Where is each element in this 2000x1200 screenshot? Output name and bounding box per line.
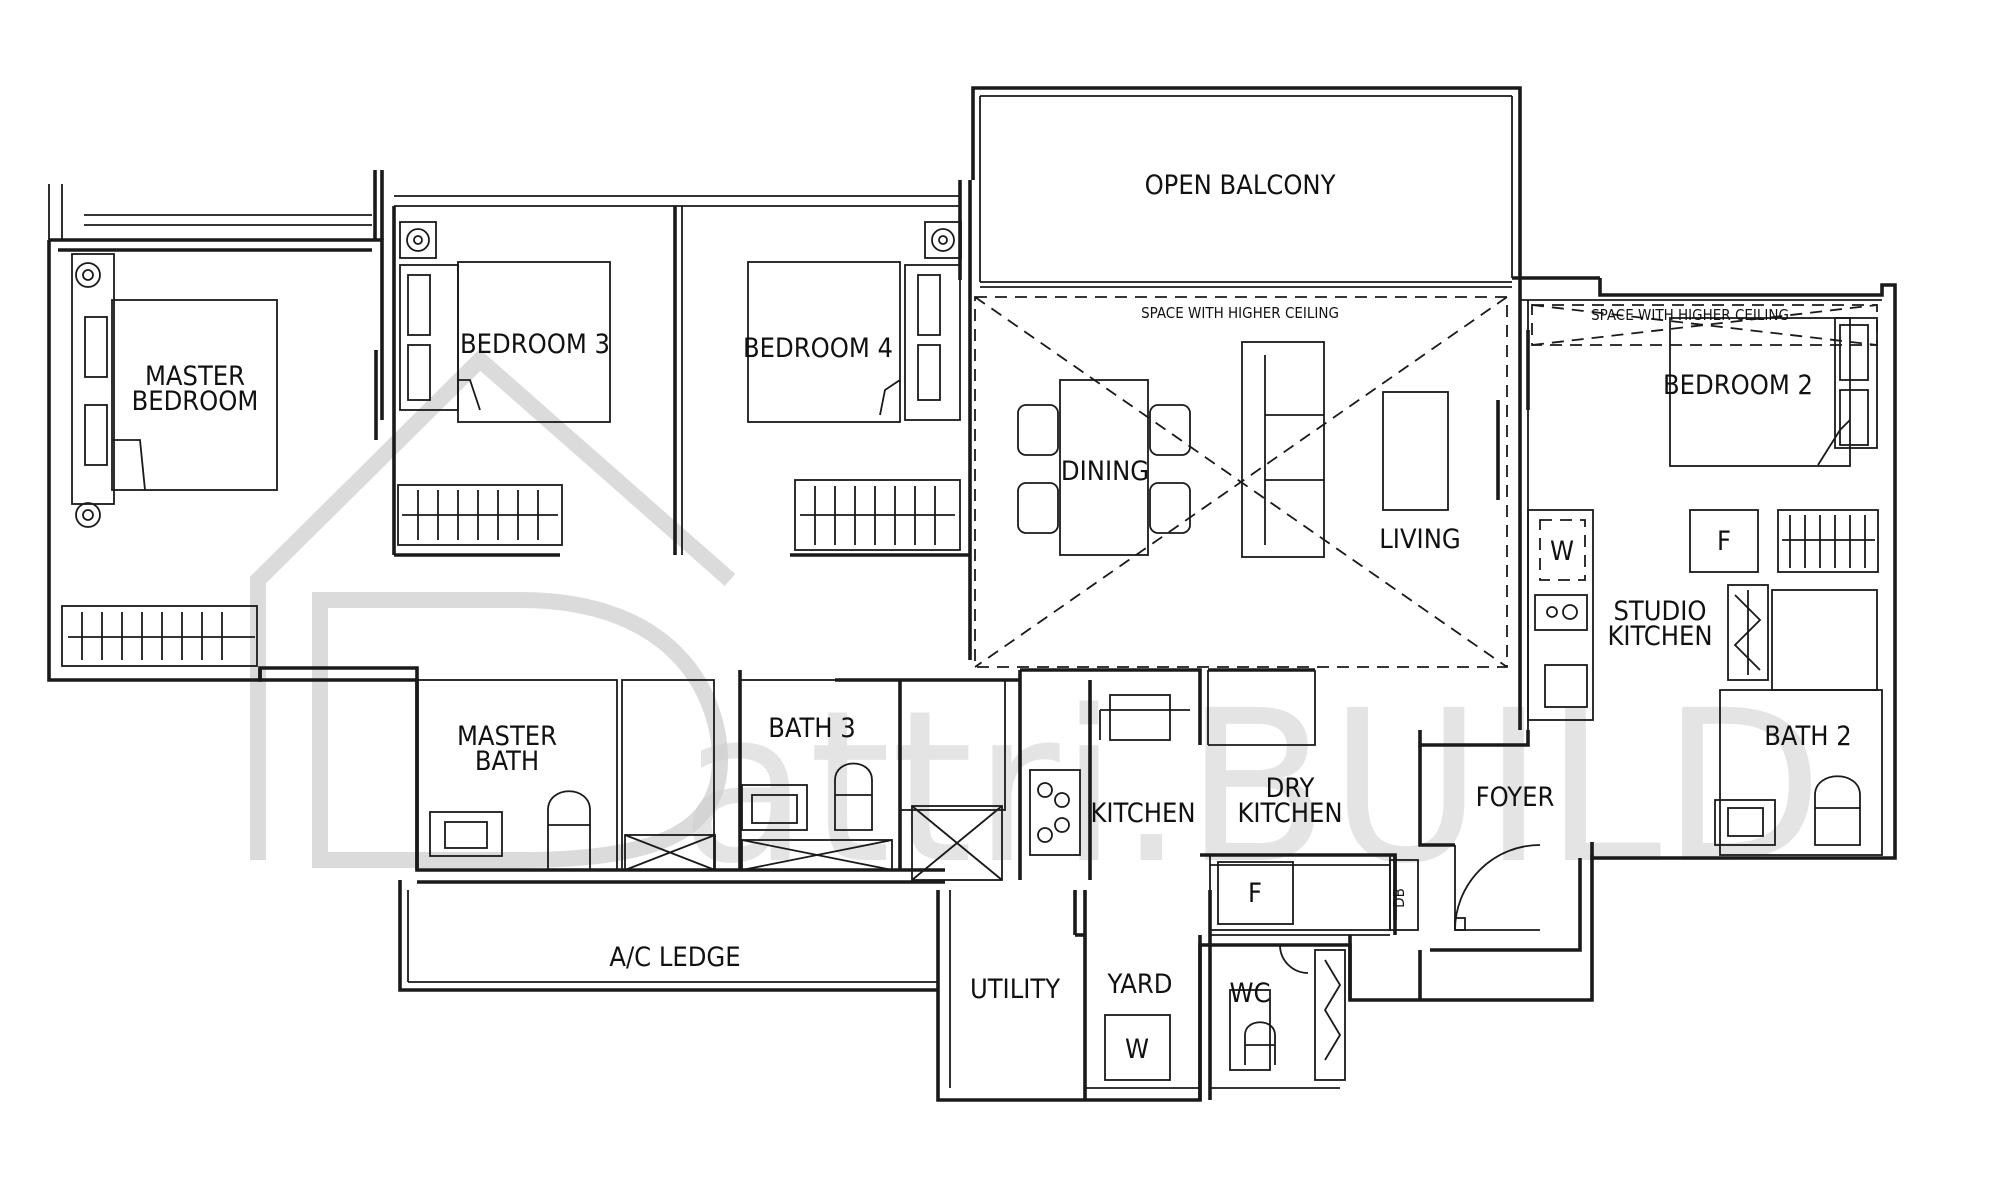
label-kitchen: KITCHEN bbox=[1090, 798, 1195, 829]
label-master-bath-line2: BATH bbox=[475, 746, 539, 777]
label-higher-ceiling-living: SPACE WITH HIGHER CEILING bbox=[1141, 304, 1339, 322]
master-bedroom-furniture bbox=[61, 253, 378, 667]
living-dining bbox=[974, 296, 1508, 668]
studio-kitchen-fixtures bbox=[1527, 509, 1878, 721]
master-bath-fixtures bbox=[416, 679, 716, 871]
label-bath3: BATH 3 bbox=[768, 713, 855, 744]
label-bedroom3: BEDROOM 3 bbox=[460, 329, 610, 360]
label-yard: YARD bbox=[1107, 969, 1173, 1000]
label-master-bedroom-line1: MASTER bbox=[145, 361, 245, 392]
label-bath2: BATH 2 bbox=[1764, 721, 1851, 752]
label-wc: WC bbox=[1230, 978, 1271, 1009]
room-labels: OPEN BALCONY MASTER BEDROOM BEDROOM 3 BE… bbox=[132, 170, 1852, 1065]
label-dry-kitchen-line1: DRY bbox=[1266, 773, 1315, 804]
label-master-bath-line1: MASTER bbox=[457, 721, 557, 752]
service-area-fixtures bbox=[1104, 944, 1346, 1081]
label-bedroom4: BEDROOM 4 bbox=[743, 333, 893, 364]
bedroom3-furniture bbox=[397, 221, 611, 546]
label-dry-kitchen-line2: KITCHEN bbox=[1237, 798, 1342, 829]
label-bedroom2: BEDROOM 2 bbox=[1663, 370, 1813, 401]
label-db: DB bbox=[1390, 888, 1408, 908]
kitchen-fixtures bbox=[1029, 694, 1171, 856]
dry-kitchen-fixtures bbox=[1209, 844, 1541, 931]
watermark: attri.BUILD bbox=[250, 349, 1823, 910]
label-washer-yard: W bbox=[1125, 1034, 1149, 1065]
label-fridge-dry-kitchen: F bbox=[1248, 878, 1262, 909]
watermark-text: attri.BUILD bbox=[680, 665, 1823, 910]
label-fridge-studio: F bbox=[1717, 526, 1731, 557]
label-higher-ceiling-bedroom2: SPACE WITH HIGHER CEILING bbox=[1591, 306, 1789, 324]
bedroom4-furniture bbox=[747, 221, 962, 551]
label-open-balcony: OPEN BALCONY bbox=[1145, 170, 1336, 201]
label-utility: UTILITY bbox=[970, 974, 1060, 1005]
label-washer-studio: W bbox=[1550, 536, 1574, 567]
walls bbox=[47, 86, 1897, 1102]
label-studio-kitchen-line1: STUDIO bbox=[1613, 596, 1706, 627]
bedroom2-furniture bbox=[1526, 304, 1879, 573]
label-foyer: FOYER bbox=[1476, 782, 1555, 813]
label-dining: DINING bbox=[1061, 456, 1149, 487]
bath2-fixtures bbox=[1714, 689, 1883, 856]
label-ac-ledge: A/C LEDGE bbox=[609, 942, 740, 973]
bath3-fixtures bbox=[739, 679, 1006, 881]
label-master-bedroom-line2: BEDROOM bbox=[132, 386, 259, 417]
label-living: LIVING bbox=[1379, 524, 1460, 555]
label-studio-kitchen-line2: KITCHEN bbox=[1607, 621, 1712, 652]
